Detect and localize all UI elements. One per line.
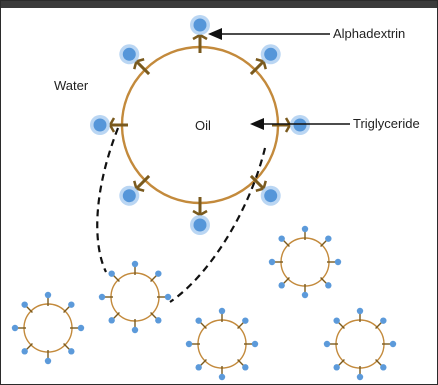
surfactant-molecule: [249, 44, 281, 76]
surfactant-molecule: [249, 174, 281, 206]
surfactant-molecule: [190, 197, 210, 235]
small-micelle: [268, 225, 342, 299]
surfactant-molecule: [272, 115, 310, 135]
surfactant-molecule: [119, 44, 151, 76]
triglyceride-label: Triglyceride: [353, 116, 420, 131]
surfactant-molecule: [119, 174, 151, 206]
water-label: Water: [54, 78, 89, 93]
small-micelle: [11, 291, 85, 365]
alphadextrin-label: Alphadextrin: [333, 26, 405, 41]
triglyceride-arrow: [250, 118, 350, 130]
surfactant-molecule: [90, 115, 128, 135]
small-micelles: [11, 225, 397, 381]
oil-label: Oil: [195, 118, 211, 133]
top-bar: [0, 0, 438, 8]
zoom-dashed-outline: [96, 127, 267, 303]
small-micelle: [98, 260, 172, 334]
alphadextrin-arrow: [208, 28, 330, 40]
surfactant-molecule: [190, 15, 210, 53]
large-micelle: [90, 15, 310, 235]
small-micelle: [323, 307, 397, 381]
small-micelle: [185, 307, 259, 381]
